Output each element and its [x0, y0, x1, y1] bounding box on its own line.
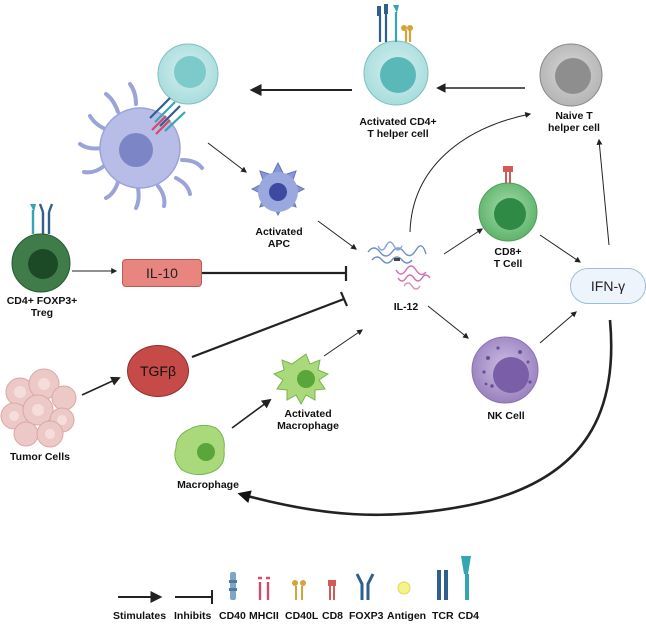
tumor-cells — [0, 368, 77, 448]
legend-glyphs — [118, 556, 471, 604]
label-il12: IL-12 — [393, 301, 419, 313]
legend-antigen: Antigen — [387, 610, 427, 622]
arrow-apc-to-il12 — [317, 220, 357, 250]
arrow-cd8-to-ifng — [539, 234, 581, 263]
label-treg: CD4+ FOXP3+ Treg — [6, 295, 78, 319]
activated-macrophage — [272, 353, 330, 406]
tgfb-label: TGFβ — [139, 363, 177, 379]
label-cd8: CD8+ T Cell — [493, 246, 523, 270]
label-nk: NK Cell — [487, 410, 525, 422]
legend-cd40l-icon — [292, 580, 306, 600]
dendritic-cell-pair — [78, 43, 219, 210]
ifng-box: IFN-γ — [570, 268, 646, 304]
arrow-ifng-to-naive — [596, 138, 610, 246]
legend-cd4-icon — [461, 556, 471, 600]
il10-box: IL-10 — [122, 259, 202, 287]
legend-cd40: CD40 — [219, 610, 246, 622]
il12-protein — [367, 241, 431, 290]
legend-antigen-icon — [397, 581, 411, 595]
label-macrophage: Macrophage — [177, 479, 239, 491]
legend-cd40l: CD40L — [285, 610, 319, 622]
label-activated-apc: Activated APC — [255, 226, 303, 250]
naive-t-cell — [539, 43, 603, 107]
arrow-il12-to-naive — [409, 112, 532, 233]
legend-mhcii: MHCII — [249, 610, 279, 622]
arrow-ifng-to-macrophage — [237, 319, 613, 517]
legend-cd8-icon — [328, 580, 336, 600]
arrow-il12-to-cd8 — [443, 228, 484, 255]
arrow-pair-to-apc — [207, 142, 247, 173]
arrow-nk-to-ifng — [539, 311, 577, 344]
connections — [72, 83, 613, 517]
treg-cell — [11, 203, 71, 293]
legend-cd40-icon — [229, 572, 237, 600]
arrow-macrophage-to-activated — [231, 398, 272, 429]
il10-label: IL-10 — [146, 265, 178, 281]
legend-foxp3: FOXP3 — [349, 610, 384, 622]
legend-tcr-icon — [437, 570, 448, 600]
legend-mhcii-icon — [258, 576, 270, 600]
arrow-tumor-to-tgfb — [81, 376, 121, 396]
legend-stimulates: Stimulates — [113, 610, 167, 622]
tgfb-box: TGFβ — [127, 345, 189, 397]
legend-cd8: CD8 — [322, 610, 344, 622]
activated-apc — [250, 161, 306, 217]
macrophage-cell — [174, 424, 225, 476]
cd4-receptor-cluster — [377, 4, 413, 42]
legend-tcr: TCR — [432, 610, 454, 622]
label-naive-t: Naive T helper cell — [548, 110, 600, 134]
legend-cd4: CD4 — [458, 610, 480, 622]
label-tumor: Tumor Cells — [10, 451, 70, 463]
label-activated-macrophage: Activated Macrophage — [277, 408, 339, 432]
cd8-t-cell — [478, 166, 538, 242]
legend-foxp3-icon — [355, 573, 375, 600]
label-activated-cd4: Activated CD4+ T helper cell — [359, 116, 437, 140]
arrow-actmac-to-il12 — [323, 329, 363, 357]
arrow-il12-to-nk — [427, 305, 469, 339]
nk-cell — [471, 336, 539, 404]
inhibit-tgfb-to-il12 — [191, 297, 345, 359]
legend-inhibits: Inhibits — [174, 610, 212, 622]
activated-cd4-cell — [363, 4, 429, 106]
ifng-label: IFN-γ — [590, 278, 626, 294]
